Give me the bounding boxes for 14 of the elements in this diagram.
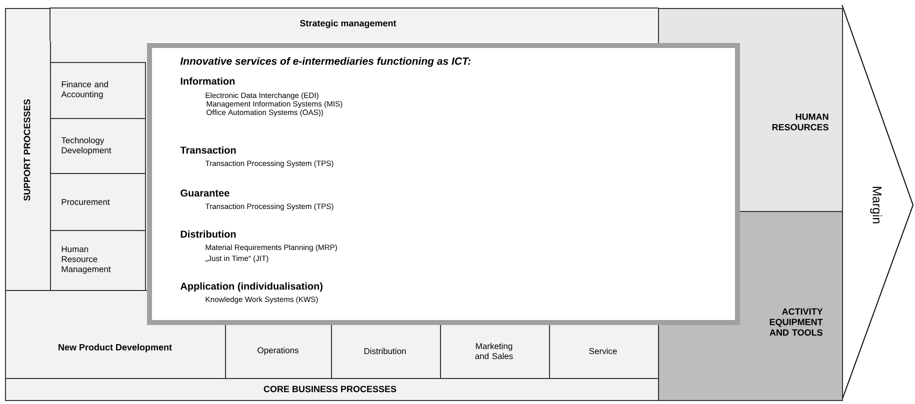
process-cell: Procurement (50, 173, 146, 231)
process-cell: Distribution (331, 320, 441, 379)
process-cell: Human Resource Management (50, 230, 146, 291)
process-cell: Marketing and Sales (440, 320, 550, 379)
section-heading: Information (180, 77, 235, 85)
section-heading: Distribution (180, 230, 236, 238)
section-heading: Transaction (180, 146, 236, 154)
section-heading: Guarantee (180, 189, 230, 197)
process-cell: Service (549, 320, 659, 379)
margin-chevron: Margin (842, 4, 914, 400)
process-cell: Technology Development (50, 118, 146, 174)
section-heading: Application (individualisation) (180, 282, 322, 292)
box-title: Innovative services of e-intermediaries functioning as ICT: (180, 57, 471, 67)
process-cell: Operations (225, 320, 332, 379)
